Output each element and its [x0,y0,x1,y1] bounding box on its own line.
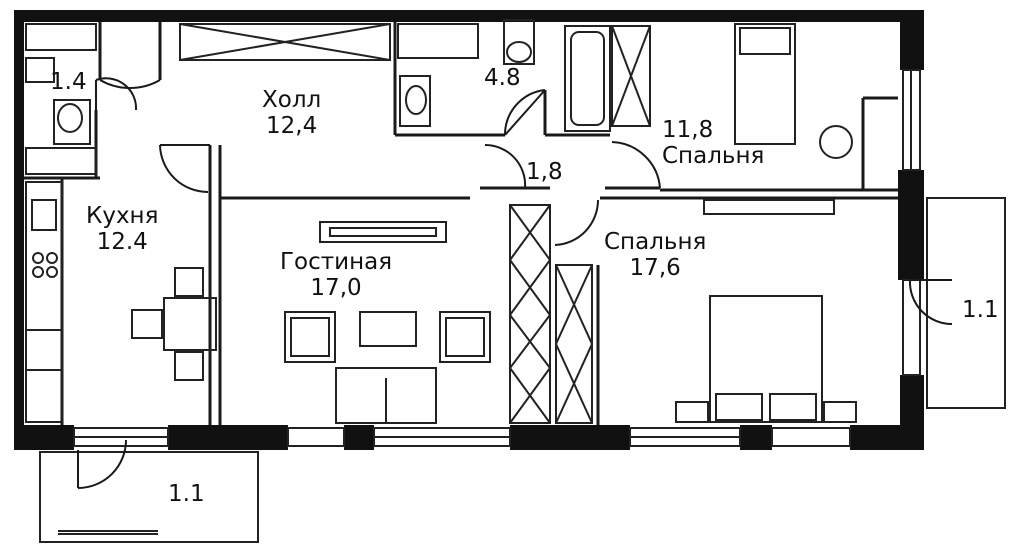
room-area: 12.4 [96,228,148,255]
windows [73,69,921,447]
room-label-bath: 4.8 [484,65,521,92]
room-area: 17,0 [310,274,362,301]
room-area: 17,6 [629,254,681,281]
room-area: 1.1 [168,481,205,507]
room-name: Холл [262,87,322,113]
room-name: Кухня [86,203,159,229]
bedroom-furniture [675,23,857,423]
wardrobes [179,23,651,424]
room-name: Спальня [604,229,707,255]
room-label-hall: Холл 12,4 [262,87,322,140]
room-area: 1.4 [50,69,87,95]
room-area: 1.1 [962,297,999,323]
room-area: 11,8 [662,117,714,143]
living-furniture [284,221,491,424]
room-area: 12,4 [266,112,318,139]
room-label-corridor: 1,8 [526,159,563,186]
bathroom-fixtures [25,19,611,175]
room-label-kitchen: Кухня 12.4 [86,203,159,256]
balcony-bottom [39,451,259,543]
room-label-bedroom-large: Спальня 17,6 [604,229,707,282]
room-name: Спальня [662,142,765,169]
doors [77,77,953,489]
room-label-living: Гостиная 17,0 [280,249,393,302]
room-label-balcony-bottom: 1.1 [168,481,205,508]
balcony-right [926,197,1006,409]
room-area: 1,8 [526,159,563,185]
room-area: 4.8 [484,65,521,91]
interior-walls [24,22,898,425]
room-label-bedroom-small: 11,8 Спальня [662,117,765,170]
room-name: Гостиная [280,249,393,275]
outer-walls [14,10,924,450]
room-label-balcony-right: 1.1 [962,297,999,324]
room-label-wc: 1.4 [50,69,87,96]
kitchen-fixtures [25,181,217,423]
